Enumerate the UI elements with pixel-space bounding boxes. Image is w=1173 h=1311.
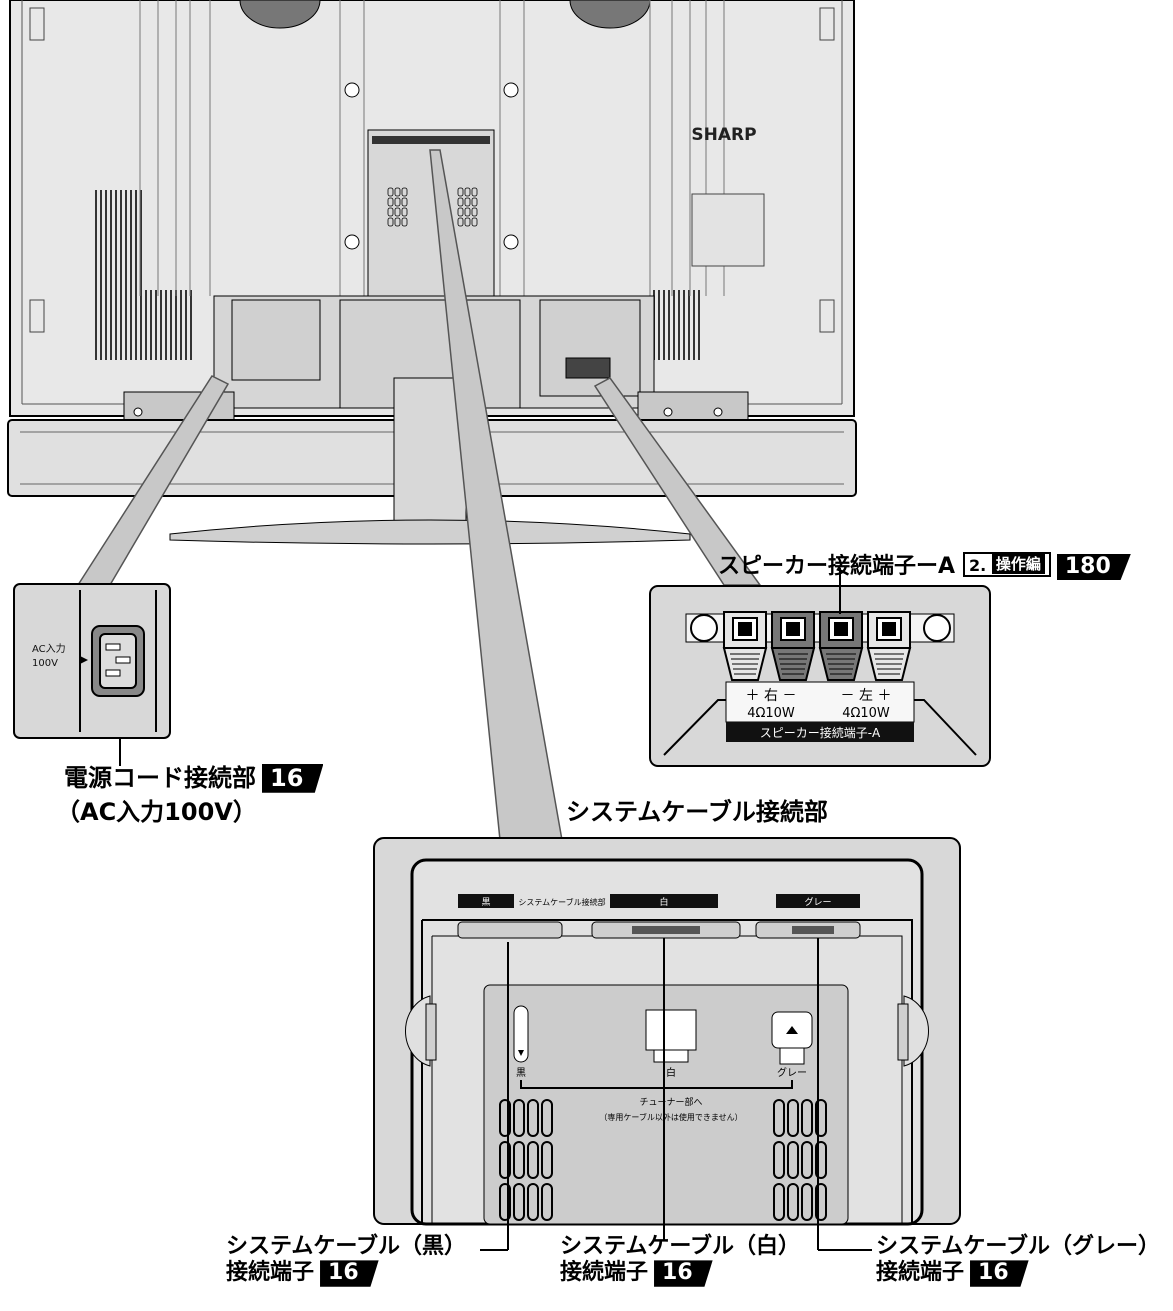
vent-hole [527, 1141, 539, 1179]
vent-hole [527, 1183, 539, 1221]
callout-gray-sub: 接続端子 [876, 1260, 965, 1286]
system-title: システムケーブル接続部 [566, 798, 828, 826]
callout-white-page[interactable]: 16 [654, 1260, 713, 1287]
power-title: 電源コード接続部 [64, 764, 256, 792]
vent-hole [815, 1099, 827, 1137]
vent-hole [801, 1099, 813, 1137]
vent-hole [387, 197, 394, 207]
vent-hole [773, 1183, 785, 1221]
tag-center: システムケーブル接続部 [518, 897, 605, 907]
vent-hole [387, 187, 394, 197]
vent-hole [773, 1099, 785, 1137]
speaker-left-polarity: － 左 ＋ [841, 688, 892, 704]
vent-hole [499, 1099, 511, 1137]
terminal-hole [738, 622, 752, 636]
vent-hole [401, 217, 408, 227]
vent-hole [527, 1099, 539, 1137]
tag-black: 黒 [481, 897, 490, 908]
ref-prefix: 2. [969, 556, 987, 575]
vent-hole [541, 1141, 553, 1179]
power-panel: AC入力 100V [13, 583, 171, 766]
vent-hole [394, 187, 401, 197]
ref-section: 操作編 [991, 554, 1045, 574]
vent-hole [787, 1183, 799, 1221]
system-cable-panel: 黒 システムケーブル接続部 白 グレー 黒 白 グレー チューナー部へ （専用ケ… [373, 837, 961, 1251]
vent-hole [787, 1141, 799, 1179]
vent-grille-right [95, 290, 700, 360]
tuner-note-2: （専用ケーブル以外は使用できません） [599, 1112, 742, 1122]
vent-hole [513, 1183, 525, 1221]
terminal-hole [882, 622, 896, 636]
vent-hole [394, 217, 401, 227]
callout-gray-page[interactable]: 16 [970, 1260, 1029, 1287]
vent-hole [401, 207, 408, 217]
ref-badge[interactable]: 2. 操作編 [963, 552, 1051, 578]
callout-white-name: システムケーブル（白） [560, 1234, 801, 1259]
speaker-right-polarity: ＋ 右 － [746, 688, 797, 704]
terminal-hole [834, 622, 848, 636]
vent-hole [457, 187, 464, 197]
vent-hole [394, 207, 401, 217]
vent-hole [464, 187, 471, 197]
vent-hole [471, 207, 478, 217]
port-label-gray: グレー [777, 1066, 807, 1079]
callout-black-page[interactable]: 16 [320, 1260, 379, 1287]
vent-hole [801, 1183, 813, 1221]
vent-hole [471, 197, 478, 207]
vent-hole [541, 1183, 553, 1221]
callout-beams [76, 149, 762, 841]
vent-hole [464, 197, 471, 207]
vent-hole [513, 1099, 525, 1137]
callout-black-sub: 接続端子 [226, 1260, 315, 1286]
vent-hole [787, 1099, 799, 1137]
vent-hole [513, 1141, 525, 1179]
vent-hole [464, 207, 471, 217]
brand-logo: SHARP [691, 125, 756, 145]
vent-hole [394, 197, 401, 207]
callout-black-name: システムケーブル（黒） [226, 1234, 467, 1259]
terminal-hole [786, 622, 800, 636]
vent-hole [471, 187, 478, 197]
speaker-panel-caption: スピーカー接続端子-A [760, 725, 881, 740]
vent-hole [815, 1183, 827, 1221]
power-subtitle: （AC入力100V） [56, 798, 257, 826]
port-label-black: 黒 [516, 1067, 526, 1079]
speaker-left-spec: 4Ω10W [842, 706, 890, 721]
tag-gray: グレー [804, 896, 831, 908]
speaker-right-spec: 4Ω10W [747, 706, 795, 721]
ac-label-2: 100V [32, 658, 58, 669]
port-label-white: 白 [666, 1066, 676, 1079]
vent-hole [499, 1141, 511, 1179]
ac-label-1: AC入力 [32, 642, 66, 655]
vent-hole [815, 1141, 827, 1179]
callout-white-sub: 接続端子 [560, 1260, 649, 1286]
vent-hole [457, 217, 464, 227]
speaker-page-ref[interactable]: 180 [1056, 554, 1131, 581]
vent-hole [541, 1099, 553, 1137]
vent-hole [801, 1141, 813, 1179]
vent-hole [457, 207, 464, 217]
vent-hole [464, 217, 471, 227]
vent-hole [471, 217, 478, 227]
tuner-note-1: チューナー部へ [639, 1096, 702, 1108]
tv-back: SHARP [7, 0, 857, 545]
tag-white: 白 [659, 896, 668, 908]
vent-hole [457, 197, 464, 207]
vent-hole [387, 217, 394, 227]
callout-gray-name: システムケーブル（グレー） [876, 1234, 1161, 1259]
speaker-panel: ＋ 右 － － 左 ＋ 4Ω10W 4Ω10W スピーカー接続端子-A [649, 568, 991, 767]
vent-hole [401, 187, 408, 197]
power-page-ref[interactable]: 16 [262, 764, 324, 793]
vent-hole [499, 1183, 511, 1221]
vent-hole [387, 207, 394, 217]
vent-hole [401, 197, 408, 207]
vent-hole [773, 1141, 785, 1179]
speaker-title: スピーカー接続端子ーA [718, 554, 956, 579]
